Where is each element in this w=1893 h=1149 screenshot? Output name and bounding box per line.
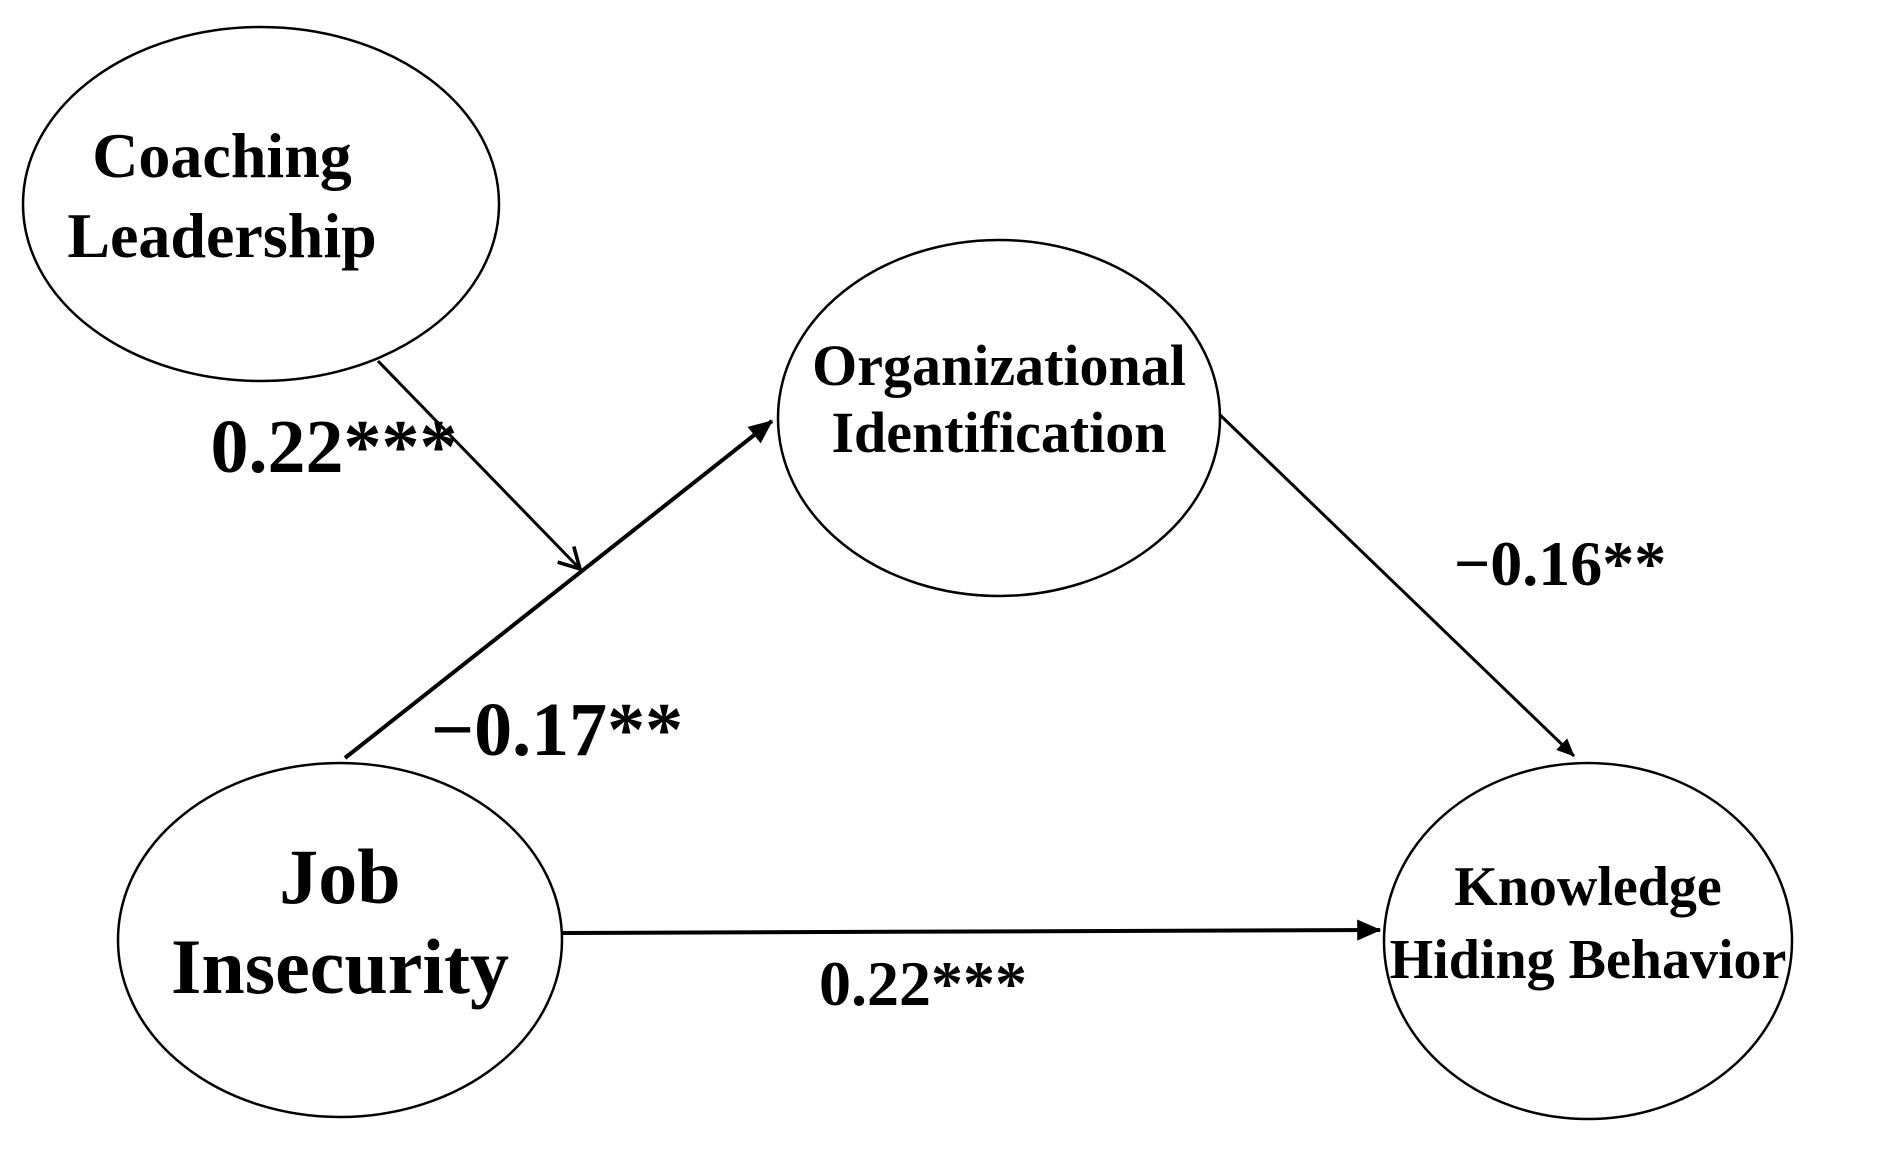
node-ellipse-job-insecurity (116, 761, 564, 1119)
node-label-leadership: Leadership (67, 200, 376, 271)
node-label-hiding-behavior: Hiding Behavior (1390, 929, 1787, 991)
node-ellipse-organizational-identification (776, 238, 1222, 598)
node-label-identification: Identification (831, 400, 1166, 465)
node-label-insecurity: Insecurity (171, 923, 509, 1010)
arrow-coaching-leadership-to-mediation-path (376, 359, 580, 569)
arrow-job-insecurity-to-organizational-identification (343, 419, 774, 760)
node-label-coaching: Coaching (92, 120, 352, 191)
arrow-job-insecurity-to-knowledge-hiding-behavior (562, 919, 1382, 941)
coefficient-label-coaching-moderation: 0.22*** (211, 405, 458, 489)
coefficient-label-oi-to-khb: −0.16** (1454, 528, 1666, 599)
node-ellipse-coaching-leadership (21, 25, 501, 383)
node-label-job: Job (279, 833, 400, 920)
arrow-organizational-identification-to-knowledge-hiding-behavior (1216, 411, 1576, 758)
node-ellipse-knowledge-hiding-behavior (1382, 761, 1794, 1121)
coefficient-label-ji-to-oi: −0.17** (431, 688, 683, 772)
node-label-knowledge: Knowledge (1454, 856, 1722, 918)
coefficient-label-ji-to-khb: 0.22*** (819, 948, 1027, 1019)
node-label-organizational: Organizational (812, 333, 1186, 398)
